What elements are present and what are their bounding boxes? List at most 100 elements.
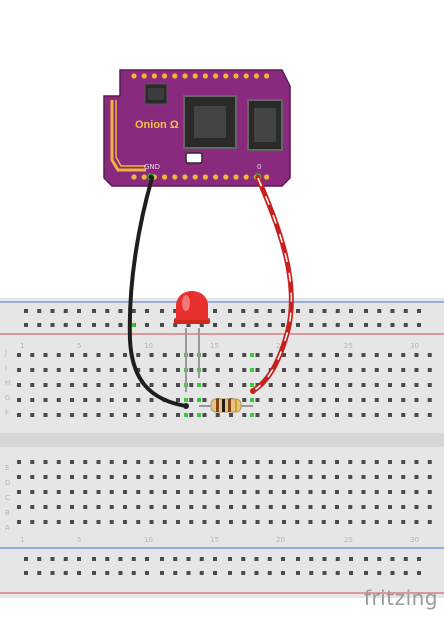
breadboard-hole [321,383,326,387]
breadboard-hole [335,475,339,479]
breadboard-hole [70,383,74,387]
breadboard-hole [96,505,101,509]
breadboard-hole [348,398,353,402]
breadboard-hole [361,475,366,479]
breadboard-hole [401,460,406,464]
breadboard-hole [282,520,286,524]
rail-hole [403,309,408,313]
rail-hole [417,323,421,327]
connected-hole [250,413,254,417]
breadboard-hole [17,505,21,509]
breadboard-hole [348,353,353,357]
rail-hole [403,323,408,327]
rail-hole [173,571,178,575]
breadboard-hole [189,520,194,524]
breadboard-hole [361,398,366,402]
breadboard-hole [96,368,101,372]
rail-hole [377,571,382,575]
rail-hole [213,557,217,561]
breadboard-hole [308,368,313,372]
header-pin [223,174,229,180]
rail-hole [213,323,217,327]
breadboard-hole [215,475,220,479]
rail-hole [50,571,55,575]
breadboard-hole [414,383,419,387]
rail-hole [417,571,421,575]
breadboard-hole [295,520,300,524]
breadboard-hole [295,475,300,479]
breadboard-hole [162,505,167,509]
breadboard-hole [414,520,419,524]
breadboard-hole [335,383,339,387]
breadboard-hole [295,490,300,494]
breadboard-hole [374,520,379,524]
breadboard-hole [268,353,273,357]
rail-hole [145,309,149,313]
rail-hole [281,323,285,327]
breadboard-hole [123,460,127,464]
breadboard-hole [348,413,353,417]
breadboard-hole [176,505,180,509]
rail-hole [145,323,149,327]
rail-hole [92,323,96,327]
breadboard-hole [268,520,273,524]
breadboard-hole [70,413,74,417]
breadboard-hole [149,460,154,464]
header-pin [192,174,198,180]
fritzing-watermark: fritzing [363,586,438,610]
breadboard-hole [321,475,326,479]
breadboard-hole [83,490,88,494]
header-pin [264,73,270,79]
breadboard-hole [348,475,353,479]
breadboard-hole [414,413,419,417]
breadboard-hole [17,383,21,387]
breadboard-hole [149,368,154,372]
breadboard-hole [96,398,101,402]
rail-hole [131,571,136,575]
rail-hole [267,571,272,575]
rail-hole [37,557,42,561]
breadboard-hole [361,413,366,417]
breadboard-hole [268,413,273,417]
signal-wire [250,175,294,394]
breadboard-hole [255,368,260,372]
breadboard-hole [30,398,35,402]
breadboard-hole [109,413,114,417]
breadboard-hole [176,520,180,524]
breadboard-hole [162,520,167,524]
column-number: 25 [344,342,353,350]
breadboard-hole [17,475,21,479]
header-pin [141,73,147,79]
rail-hole [322,557,327,561]
breadboard-hole [176,368,180,372]
breadboard-hole [427,368,432,372]
breadboard-hole [295,368,300,372]
breadboard-hole [162,368,167,372]
rail-hole [92,309,96,313]
rail-hole [63,571,68,575]
breadboard-hole [202,383,207,387]
rail-hole [37,323,42,327]
breadboard-hole [17,520,21,524]
rail-hole [63,309,68,313]
rail-hole [241,323,246,327]
rail-hole [92,571,96,575]
breadboard-hole [56,413,61,417]
header-pin [223,73,229,79]
header-pin [131,73,137,79]
rail-hole [335,571,340,575]
breadboard-hole [202,520,207,524]
rail-hole [241,309,246,313]
rail-hole [213,571,217,575]
header-pin [162,174,168,180]
breadboard-hole [202,368,207,372]
breadboard-hole [189,460,194,464]
breadboard-hole [96,413,101,417]
breadboard-hole [414,368,419,372]
breadboard-hole [109,460,114,464]
breadboard-hole [268,505,273,509]
breadboard-hole [268,490,273,494]
rail-hole [37,309,42,313]
breadboard-hole [56,383,61,387]
breadboard-hole [374,490,379,494]
